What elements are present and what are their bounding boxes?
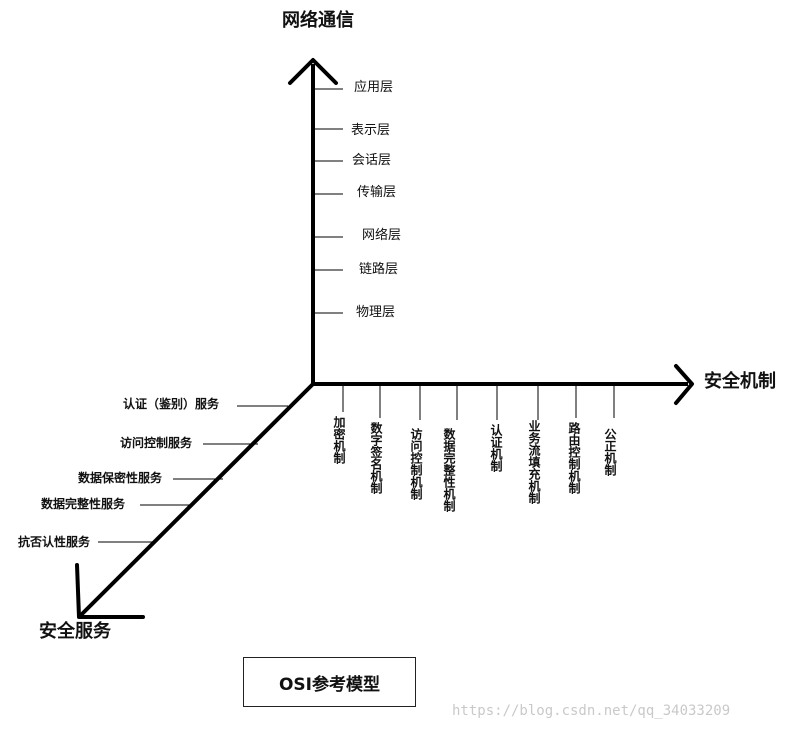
mechanism-label-data-integrity: 数据完整性机制 (442, 428, 456, 512)
layer-label-transport: 传输层 (357, 185, 397, 200)
layer-label-presentation: 表示层 (351, 123, 391, 138)
layer-label-physical: 物理层 (356, 305, 396, 320)
mechanism-label-routing-control: 路由控制机制 (567, 422, 581, 494)
mechanism-label-access-control: 访问控制机制 (409, 428, 423, 500)
watermark: https://blog.csdn.net/qq_34033209 (452, 703, 731, 719)
diagonal-axis-arrowhead (75, 563, 145, 619)
service-label-access-control: 访问控制服务 (120, 436, 193, 450)
diagonal-axis-line (79, 382, 315, 617)
service-label-authentication: 认证（鉴别）服务 (123, 397, 220, 411)
mechanism-label-notarization: 公正机制 (603, 428, 617, 476)
mechanism-label-authentication: 认证机制 (489, 424, 503, 472)
layer-label-application: 应用层 (354, 80, 394, 95)
layer-label-link: 链路层 (359, 262, 399, 277)
model-label-box: OSI参考模型 (243, 657, 416, 707)
vertical-axis-title: 网络通信 (282, 10, 354, 31)
layer-ticks (313, 88, 343, 314)
layer-label-session: 会话层 (352, 153, 392, 168)
service-ticks (98, 405, 288, 543)
service-label-non-repudiation: 抗否认性服务 (18, 535, 91, 549)
model-label: OSI参考模型 (278, 674, 381, 695)
service-label-confidentiality: 数据保密性服务 (78, 471, 163, 485)
vertical-axis-arrowhead (288, 58, 338, 85)
diagonal-axis-title: 安全服务 (39, 621, 111, 642)
horizontal-axis-arrowhead (674, 364, 694, 405)
mechanism-label-digital-signature: 数字签名机制 (369, 422, 383, 494)
service-label-integrity: 数据完整性服务 (41, 497, 126, 511)
layer-label-network: 网络层 (362, 228, 402, 243)
mechanism-label-traffic-padding: 业务流填充机制 (527, 420, 541, 504)
mechanism-label-encryption: 加密机制 (332, 416, 346, 464)
mechanism-ticks (342, 386, 615, 420)
horizontal-axis-title: 安全机制 (704, 371, 776, 392)
